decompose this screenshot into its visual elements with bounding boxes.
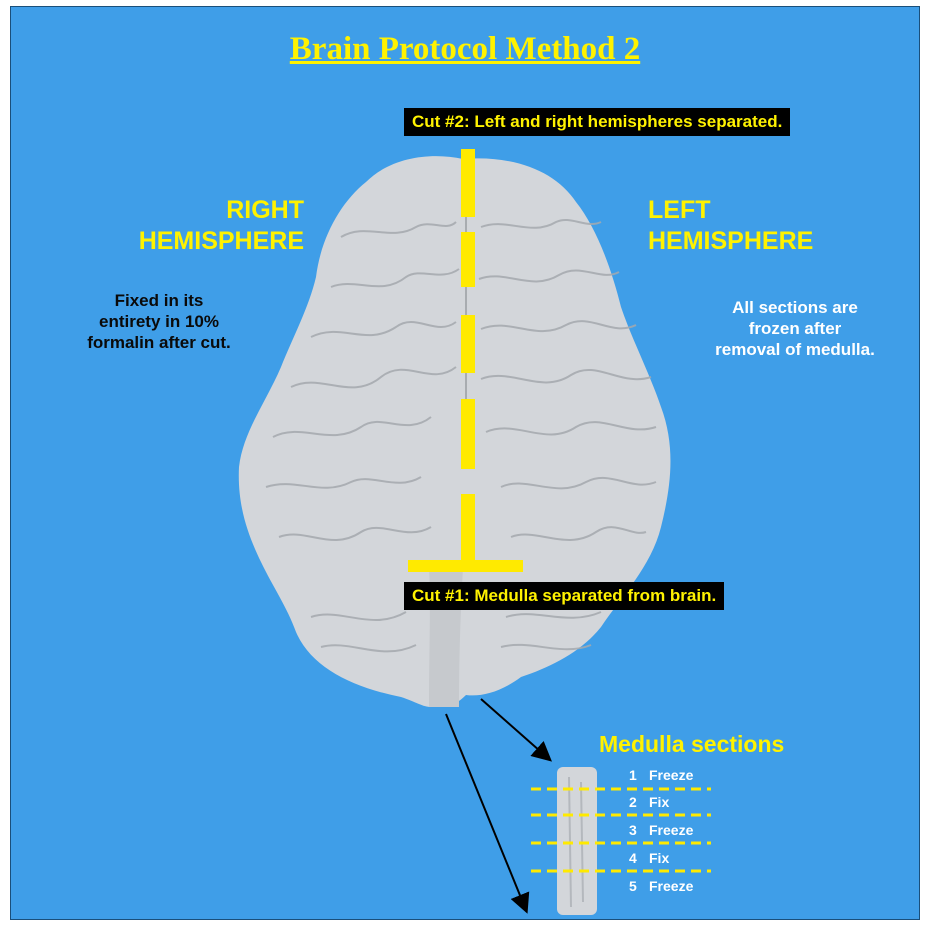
diagram-title: Brain Protocol Method 2 [11,31,919,68]
cut-1-text: Medulla separated from brain. [474,586,716,605]
cut-2-line [461,149,475,562]
left-note-line: frozen after [695,318,895,339]
brain-illustration [11,7,919,919]
arrow-to-sections-upper [481,699,549,759]
cut-2-label: Cut #2: Left and right hemispheres separ… [404,108,790,136]
medulla-sections-title: Medulla sections [599,731,784,758]
arrow-to-sections-lower [446,714,526,910]
right-hemisphere-line1: RIGHT [119,195,304,226]
section-number: 2 [629,794,649,810]
section-number: 5 [629,878,649,894]
diagram-canvas: Brain Protocol Method 2 Cut #2: Left and… [10,6,920,920]
cut-1-line [408,560,523,572]
section-number: 1 [629,767,649,783]
right-hemisphere-note: Fixed in its entirety in 10% formalin af… [69,290,249,353]
section-label: Freeze [649,822,693,838]
cut-1-label: Cut #1: Medulla separated from brain. [404,582,724,610]
section-number: 4 [629,850,649,866]
cut-2-text: Left and right hemispheres separated. [474,112,782,131]
section-label: Freeze [649,767,693,783]
left-note-line: removal of medulla. [695,339,895,360]
right-note-line: Fixed in its [69,290,249,311]
cut-2-tag: Cut #2: [412,112,470,131]
right-hemisphere-label: RIGHT HEMISPHERE [119,195,304,257]
section-number: 3 [629,822,649,838]
right-hemisphere-line2: HEMISPHERE [119,226,304,257]
left-hemisphere-line2: HEMISPHERE [648,226,813,257]
section-label: Freeze [649,878,693,894]
left-note-line: All sections are [695,297,895,318]
left-hemisphere-label: LEFT HEMISPHERE [648,195,813,257]
left-hemisphere-line1: LEFT [648,195,813,226]
section-label: Fix [649,794,669,810]
cut-1-tag: Cut #1: [412,586,470,605]
section-label: Fix [649,850,669,866]
right-note-line: entirety in 10% [69,311,249,332]
right-note-line: formalin after cut. [69,332,249,353]
left-hemisphere-note: All sections are frozen after removal of… [695,297,895,360]
